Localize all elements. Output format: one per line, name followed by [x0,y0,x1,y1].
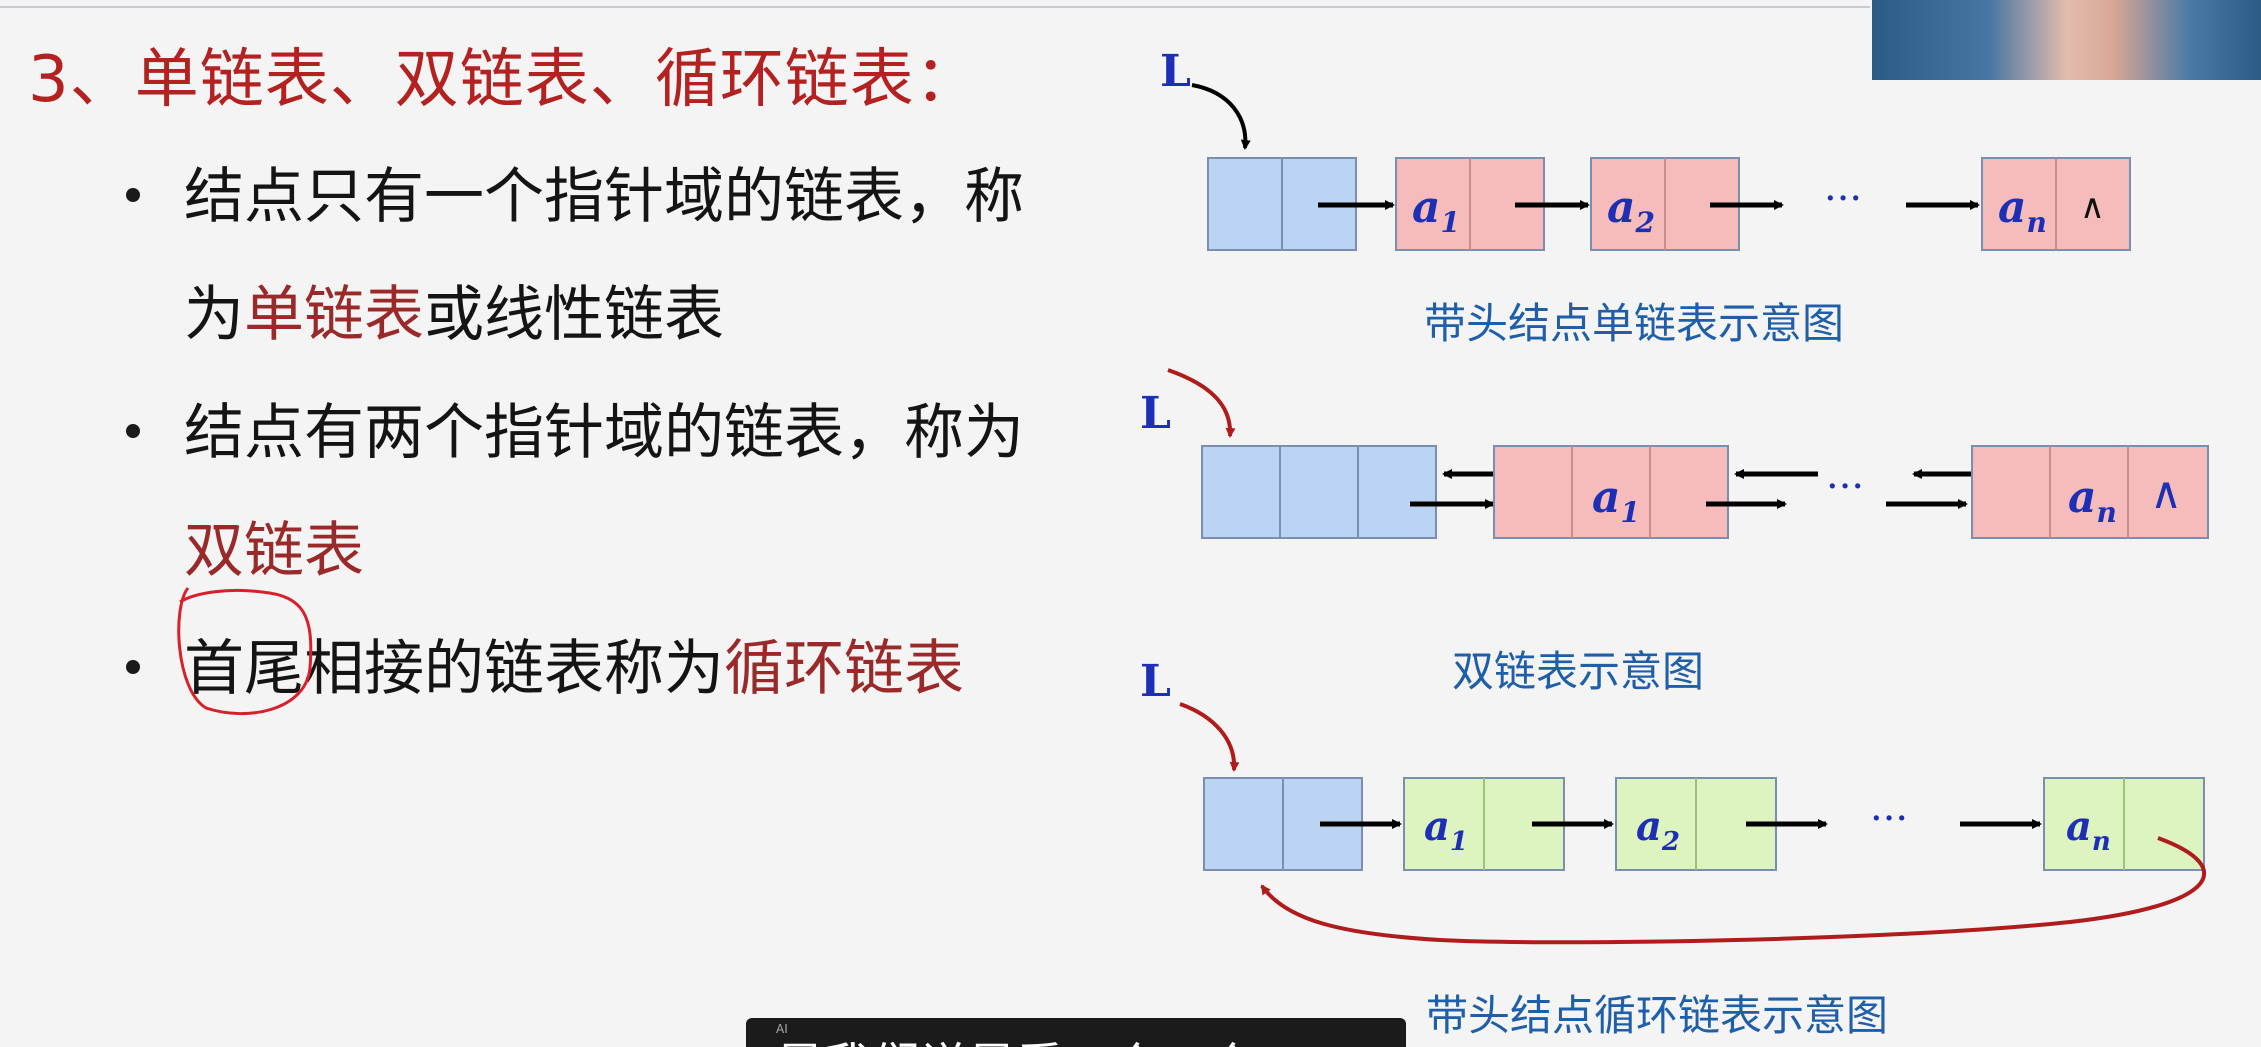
svg-text:a1: a1 [1424,803,1468,857]
node-label: a [1592,472,1621,523]
node-label: a [2068,472,2097,523]
bullet-term: 循环链表 [724,634,964,704]
bullet-list: 结点只有一个指针域的链表，称为单链表或线性链表 结点有两个指针域的链表，称为双链… [118,138,1078,728]
head-pointer-label: L [1140,388,1171,439]
node-an-circular: an [2043,777,2205,871]
node-subscript: n [2027,206,2047,239]
bullet-text: 结点只有一个指针域的链表，称为 [184,162,1024,350]
svg-text:an: an [1998,182,2047,239]
ellipsis: ··· [1826,464,1864,510]
bullet-term: 双链表 [184,516,364,586]
node-an: an ∧ [1981,157,2131,251]
node-subscript: 1 [1450,827,1468,857]
svg-text:an: an [2068,472,2117,529]
node-label: a [1424,803,1450,850]
svg-text:an: an [2066,803,2111,857]
head-node-double [1201,445,1437,539]
caption-circular: 带头结点循环链表示意图 [1426,991,1888,1040]
null-pointer-symbol: ∧ [2080,187,2105,227]
node-label: a [1412,182,1441,233]
ai-badge: AI [776,1022,788,1036]
webcam-overlay [1872,0,2261,80]
node-an-double: an ∧ [1971,445,2209,539]
node-a1-double: a1 [1493,445,1729,539]
svg-text:a1: a1 [1592,472,1640,529]
svg-text:a1: a1 [1412,182,1460,239]
head-pointer-arrow [1167,368,1236,438]
null-pointer-symbol: ∧ [2150,468,2182,519]
bullet-double-linked-list: 结点有两个指针域的链表，称为双链表 [118,374,1078,610]
svg-text:a2: a2 [1636,803,1680,857]
head-pointer-arrow [1179,702,1240,772]
top-divider [0,6,1870,8]
handwritten-annotation-circle [177,587,313,715]
bullet-dot [126,188,140,202]
ellipsis: ··· [1824,176,1862,222]
bullet-single-linked-list: 结点只有一个指针域的链表，称为单链表或线性链表 [118,138,1078,374]
ellipsis: ··· [1870,796,1908,842]
bullet-text-tail: 或线性链表 [424,280,724,350]
bullet-circular-linked-list: 首尾相接的链表称为循环链表 [118,610,1078,728]
node-subscript: 2 [1661,827,1680,857]
subtitle-overlay: 是我们说是看一个一个 AI [746,1018,1406,1047]
node-label: a [1636,803,1662,850]
tail-to-head-arrow [1260,836,2207,945]
caption-single: 带头结点单链表示意图 [1424,299,1844,348]
node-subscript: 1 [1621,496,1640,529]
svg-text:a2: a2 [1607,182,1655,239]
head-pointer-label: L [1140,656,1171,707]
bullet-term: 单链表 [244,280,424,350]
head-pointer-label: L [1160,46,1191,97]
bullet-text: 结点有两个指针域的链表，称为 [184,398,1024,468]
node-label: a [1998,182,2027,233]
head-pointer-arrow [1191,83,1251,150]
bullet-dot [126,424,140,438]
node-subscript: 2 [1635,206,1655,239]
slide-title: 3、单链表、双链表、循环链表： [28,43,980,117]
bullet-text: 首尾相接的链表称为 [184,634,724,704]
node-subscript: n [2092,827,2111,857]
node-subscript: 1 [1441,206,1460,239]
caption-double: 双链表示意图 [1452,647,1704,696]
bullet-dot [126,660,140,674]
node-label: a [1607,182,1636,233]
node-subscript: n [2097,496,2117,529]
subtitle-text: 是我们说是看一个一个 [776,1026,1256,1047]
node-label: a [2066,803,2092,850]
